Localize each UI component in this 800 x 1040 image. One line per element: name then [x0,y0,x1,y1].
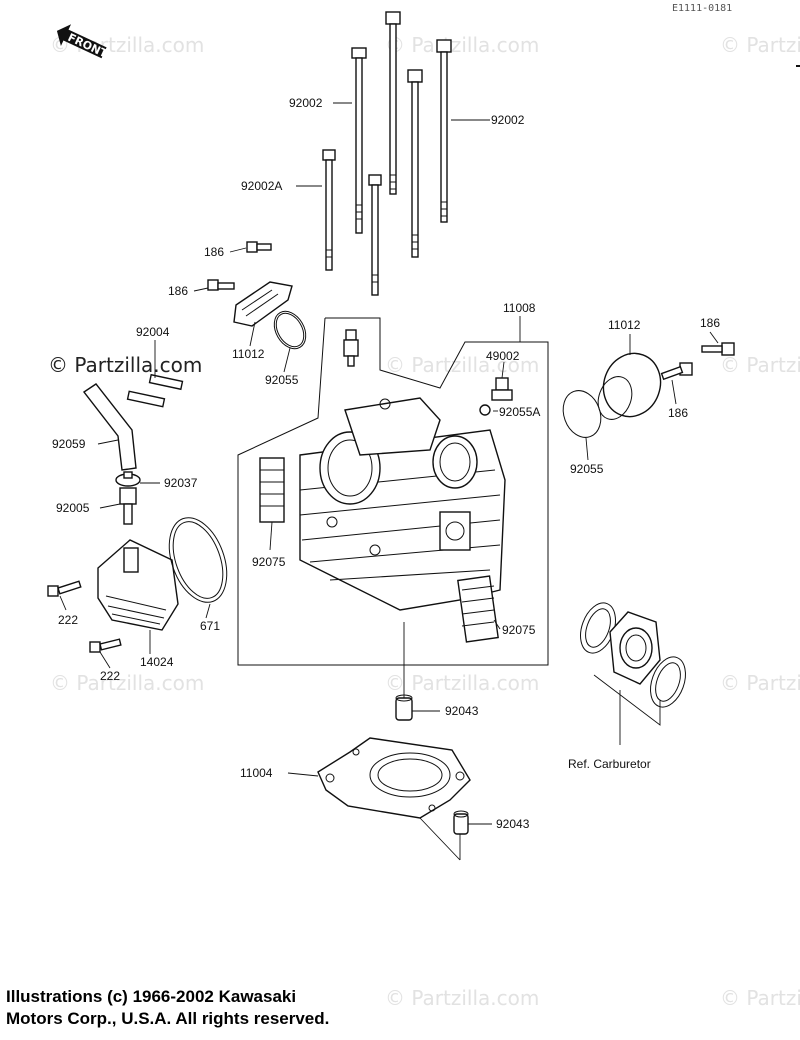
watermark: © Partzilla.com [720,671,800,695]
copyright-line-2: Motors Corp., U.S.A. All rights reserved… [6,1009,330,1028]
callout-92075-right: 92075 [502,623,536,637]
damper-92075-right [457,575,499,643]
callout-11012-left: 11012 [232,347,265,361]
bolt-92002A-right [368,174,382,296]
leader-lines [59,102,719,861]
watermarks: © Partzilla.com © Partzilla.com © Partzi… [48,33,800,1010]
fitting-92005 [119,487,137,525]
head-bolts [322,11,452,296]
callout-11004: 11004 [240,766,273,780]
callout-92055-left: 92055 [265,373,299,387]
callout-92004: 92004 [136,325,170,339]
callout-11012-right: 11012 [608,318,641,332]
o-ring-92055-right [562,390,602,438]
callout-92002-left: 92002 [289,96,323,110]
watermark: © Partzilla.com [50,671,204,695]
fitting-49002 [479,377,513,416]
callout-92005: 92005 [56,501,90,515]
callout-92037: 92037 [164,476,198,490]
callout-186-b: 186 [168,284,188,298]
bolt-222-a [47,580,82,597]
callout-14024: 14024 [140,655,174,669]
spark-plug-49002 [343,329,359,367]
carburetor-spacer [580,602,686,708]
catalog-code: E1111-0181 [672,3,732,14]
callout-11008: 11008 [503,301,536,315]
watermark: © Partzilla.com [385,353,539,377]
callout-186-c: 186 [700,316,720,330]
clamp-92037 [115,471,141,487]
cylinder-head [299,397,506,611]
callout-92043-top: 92043 [445,704,479,718]
bolt-92002-c [407,69,423,258]
dowel-92043-bottom [453,810,469,835]
watermark: © Partzilla.com [720,33,800,57]
callout-92055-right: 92055 [570,462,604,476]
bolt-92002A-left [322,149,336,271]
watermark: © Partzilla.com [720,353,800,377]
assembly-outline [237,317,549,666]
callout-labels: 92002 92002 92002A 186 186 11012 92055 9… [52,96,720,831]
copyright-line-1: Illustrations (c) 1966-2002 Kawasaki [6,987,297,1006]
callout-92002-right: 92002 [491,113,525,127]
bolt-92002-a [351,47,367,234]
callout-186-d: 186 [668,406,688,420]
bolt-92002-d [436,39,452,223]
watermark: © Partzilla.com [385,33,539,57]
o-ring-671 [168,517,228,603]
callout-222-a: 222 [58,613,78,627]
hose-92059 [82,383,137,471]
copyright-notice: Illustrations (c) 1966-2002 Kawasaki Mot… [6,986,329,1030]
callout-92075-left: 92075 [252,555,286,569]
callout-222-b: 222 [100,669,120,683]
callout-92002A: 92002A [241,179,282,193]
bolt-186-b [207,279,235,291]
damper-92075-left [259,457,285,523]
callout-92055A: 92055A [499,405,540,419]
bolt-186-c [701,342,735,356]
head-gasket-11004 [317,737,471,819]
cover-14024 [97,539,179,631]
watermark: © Partzilla.com [48,353,202,377]
studs-92004 [126,373,184,408]
bolt-186-d [660,362,693,381]
dowel-92043-top [395,694,413,721]
callout-92059: 92059 [52,437,86,451]
callout-92043-bottom: 92043 [496,817,530,831]
watermark: © Partzilla.com [385,986,539,1010]
ref-carburetor-label: Ref. Carburetor [568,757,651,771]
o-ring-92055-left [273,310,307,350]
bolt-222-b [89,638,122,653]
bolt-92002-b [385,11,401,195]
bolt-186-a [246,241,272,253]
callout-49002: 49002 [486,349,520,363]
callout-186-a: 186 [204,245,224,259]
cover-11012-right [597,352,662,420]
watermark: © Partzilla.com [385,671,539,695]
callout-671: 671 [200,619,220,633]
cover-11012-left [233,281,305,348]
watermark: © Partzilla.com [720,986,800,1010]
